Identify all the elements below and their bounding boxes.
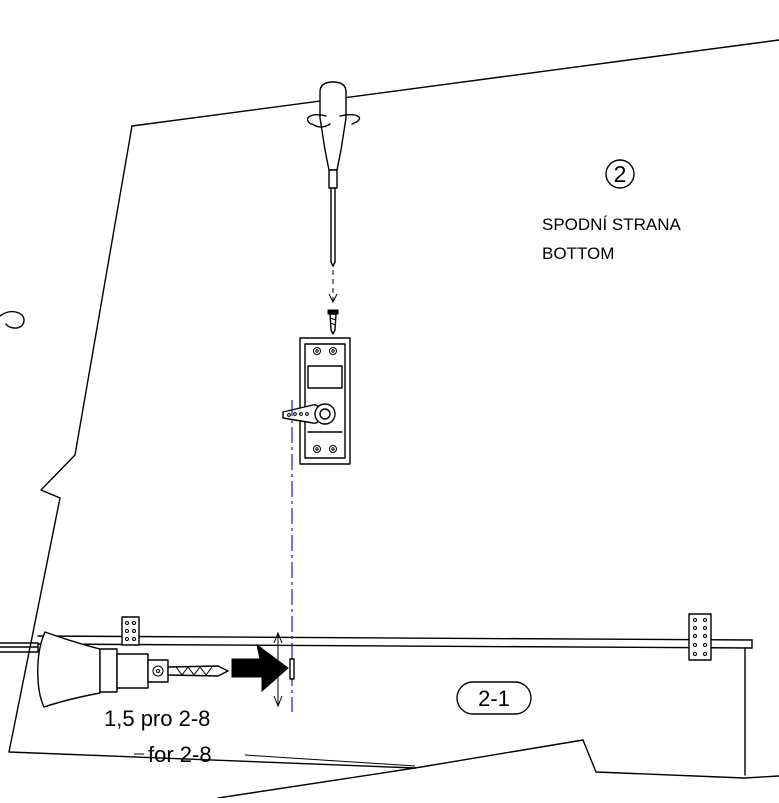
part-2-1-badge [456, 681, 532, 715]
part-2-1-label: 2-1 [478, 686, 510, 711]
drill-size-label: 1,5 pro 2-8 [104, 706, 210, 731]
bottom-side-label-en: BOTTOM [542, 244, 614, 263]
leader-line [244, 754, 416, 767]
spar-strip [0, 635, 753, 776]
screw-icon [327, 309, 339, 335]
wing-panel-outline [8, 39, 779, 799]
part-2-circle [605, 159, 635, 189]
drill-icon [37, 631, 229, 708]
bottom-side-label-cz: SPODNÍ STRANA [542, 215, 682, 234]
bold-arrow-icon [231, 643, 289, 693]
bracket-left [121, 616, 140, 646]
drill-target-label: for 2-8 [148, 742, 212, 767]
insertion-arrow [328, 270, 338, 304]
bracket-right [688, 613, 712, 661]
servo-icon [282, 337, 351, 465]
part-2-label: 2 [614, 161, 627, 187]
hook-symbol [0, 310, 25, 329]
screwdriver-icon [306, 81, 361, 267]
dimension-marker [273, 631, 295, 708]
